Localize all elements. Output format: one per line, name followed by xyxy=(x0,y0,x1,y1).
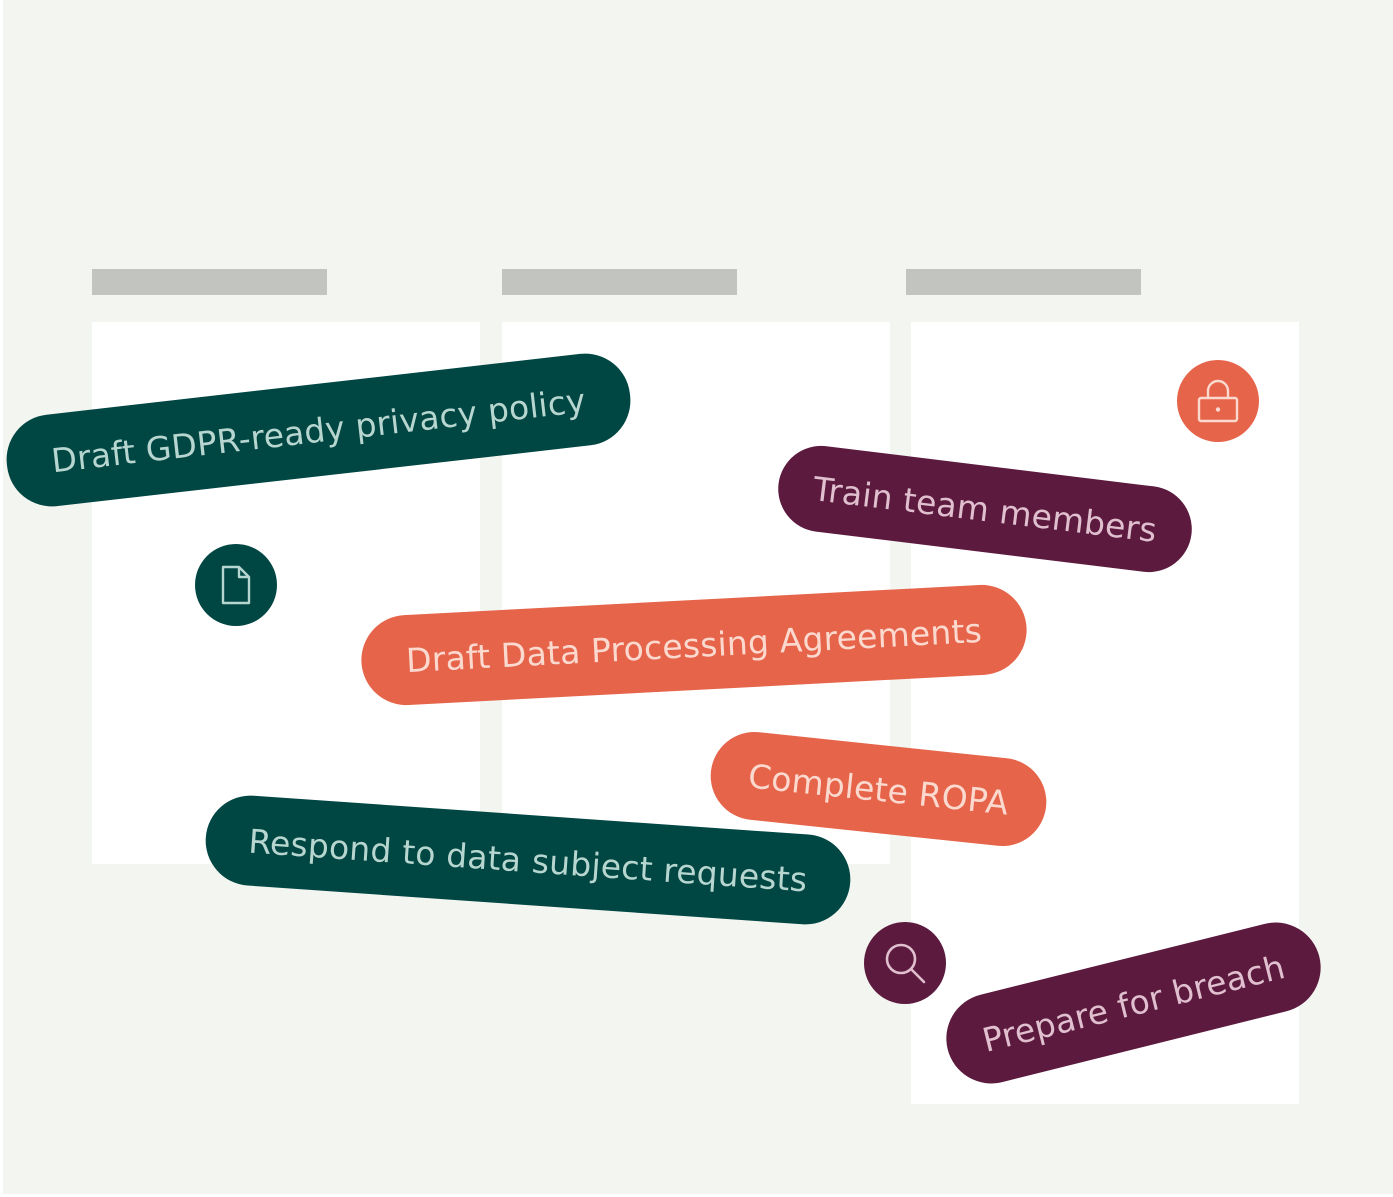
lock-icon xyxy=(1197,379,1239,423)
search-icon xyxy=(885,943,926,984)
task-label: Complete ROPA xyxy=(746,755,1011,823)
board-canvas: Draft GDPR-ready privacy policy Train te… xyxy=(3,0,1393,1194)
lock-badge xyxy=(1177,360,1259,442)
column-header-placeholder-3 xyxy=(906,269,1141,295)
column-header-placeholder-2 xyxy=(502,269,737,295)
search-badge xyxy=(864,922,946,1004)
document-badge xyxy=(195,544,277,626)
column-header-placeholder-1 xyxy=(92,269,327,295)
task-label: Train team members xyxy=(810,468,1160,550)
task-label: Draft Data Processing Agreements xyxy=(405,610,983,680)
task-label: Respond to data subject requests xyxy=(247,821,809,899)
document-icon xyxy=(221,565,251,605)
